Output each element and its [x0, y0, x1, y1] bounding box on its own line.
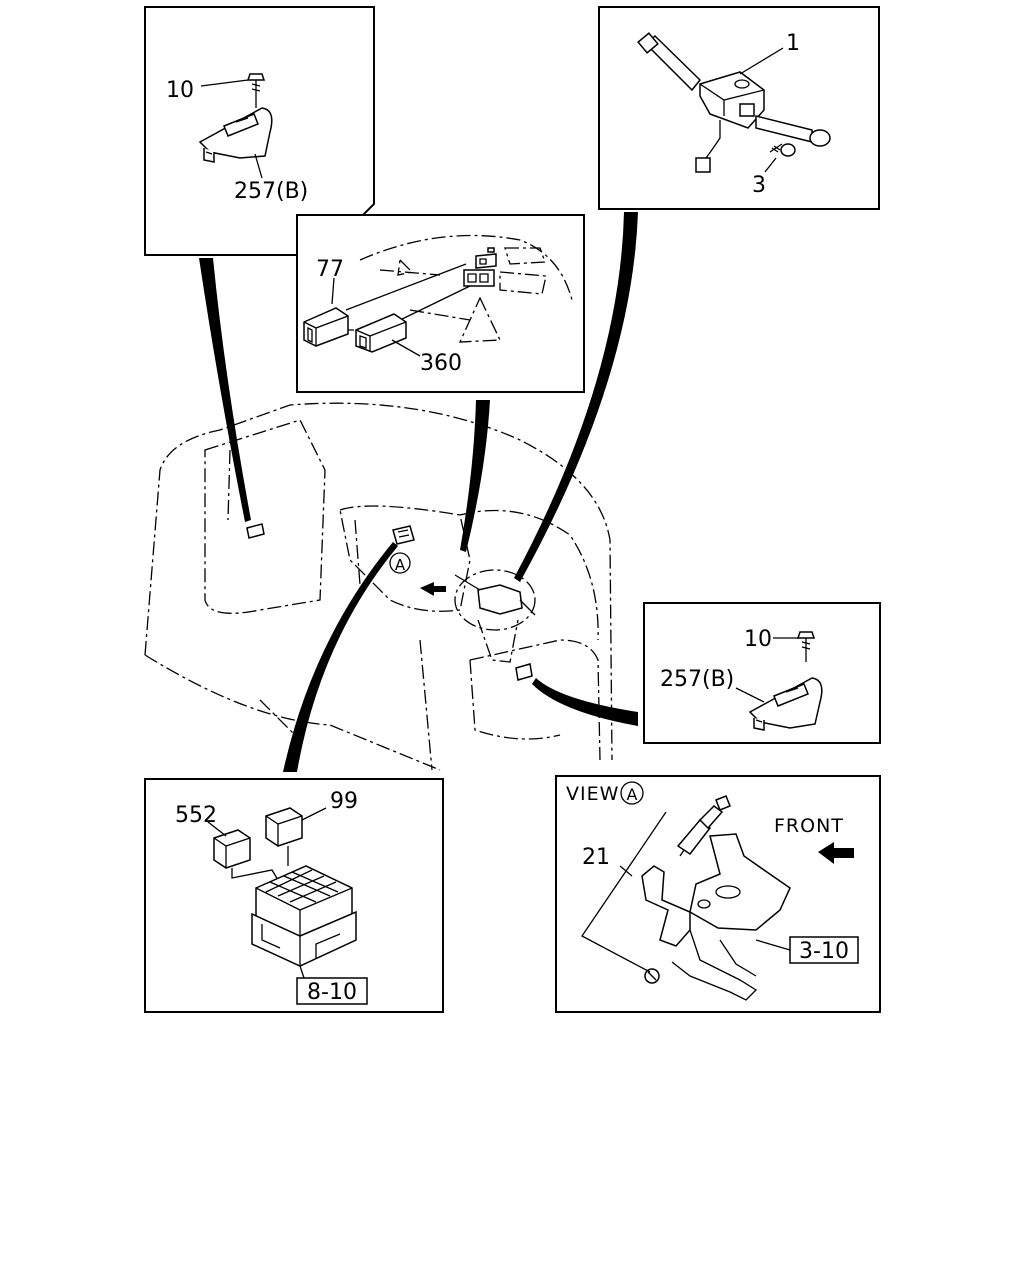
callout-relay-552: 552	[175, 803, 217, 828]
rocker-switch-icon	[303, 307, 349, 347]
window-switch-icon	[198, 107, 273, 163]
screw-icon	[246, 73, 266, 108]
callout-screw-3: 3	[752, 173, 766, 198]
front-label: FRONT	[774, 815, 844, 837]
combination-switch-icon	[637, 32, 831, 173]
pedal-bracket-icon	[641, 833, 791, 1001]
connector-leaders	[199, 212, 638, 772]
brake-switch-icon	[676, 795, 731, 857]
screw-icon	[769, 143, 796, 157]
panel-relays: 552 99 8-10	[144, 778, 444, 1013]
callout-screw-10: 10	[166, 78, 194, 103]
vehicle-interior-view: A	[144, 402, 613, 771]
main-view-marker: A	[395, 556, 406, 574]
callout-relay-99: 99	[330, 789, 358, 814]
callout-part-21: 21	[582, 845, 610, 870]
panel-view-a: VIEW A FRONT 21 3-10	[555, 775, 881, 1013]
front-arrow-icon	[818, 842, 854, 864]
reference-box	[789, 936, 859, 964]
rocker-switch-icon	[355, 313, 407, 353]
panel-door-switch-left: 10 257(B)	[144, 6, 375, 256]
callout-combination-switch-1: 1	[786, 31, 800, 56]
callout-switch-77: 77	[316, 257, 344, 282]
window-switch-icon	[748, 677, 823, 731]
panel-dash-switches: 77 360	[296, 214, 585, 393]
callout-ref-3-10: 3-10	[799, 939, 849, 964]
callout-switch-360: 360	[420, 351, 462, 376]
nut-icon	[644, 968, 660, 984]
callout-ref-8-10: 8-10	[307, 980, 357, 1005]
relay-icon	[213, 829, 251, 869]
panel-combination-switch: 1 3	[598, 6, 880, 210]
view-marker: A	[627, 785, 638, 804]
callout-switch-257b-right: 257(B)	[660, 667, 734, 692]
relay-icon	[265, 807, 303, 847]
screw-icon	[796, 631, 816, 662]
view-label: VIEW	[566, 783, 619, 805]
reference-box	[296, 977, 368, 1005]
callout-screw-10-right: 10	[744, 627, 772, 652]
panel-door-switch-right: 10 257(B)	[643, 602, 881, 744]
callout-switch-257b: 257(B)	[234, 179, 308, 204]
relay-box-icon	[251, 865, 357, 967]
